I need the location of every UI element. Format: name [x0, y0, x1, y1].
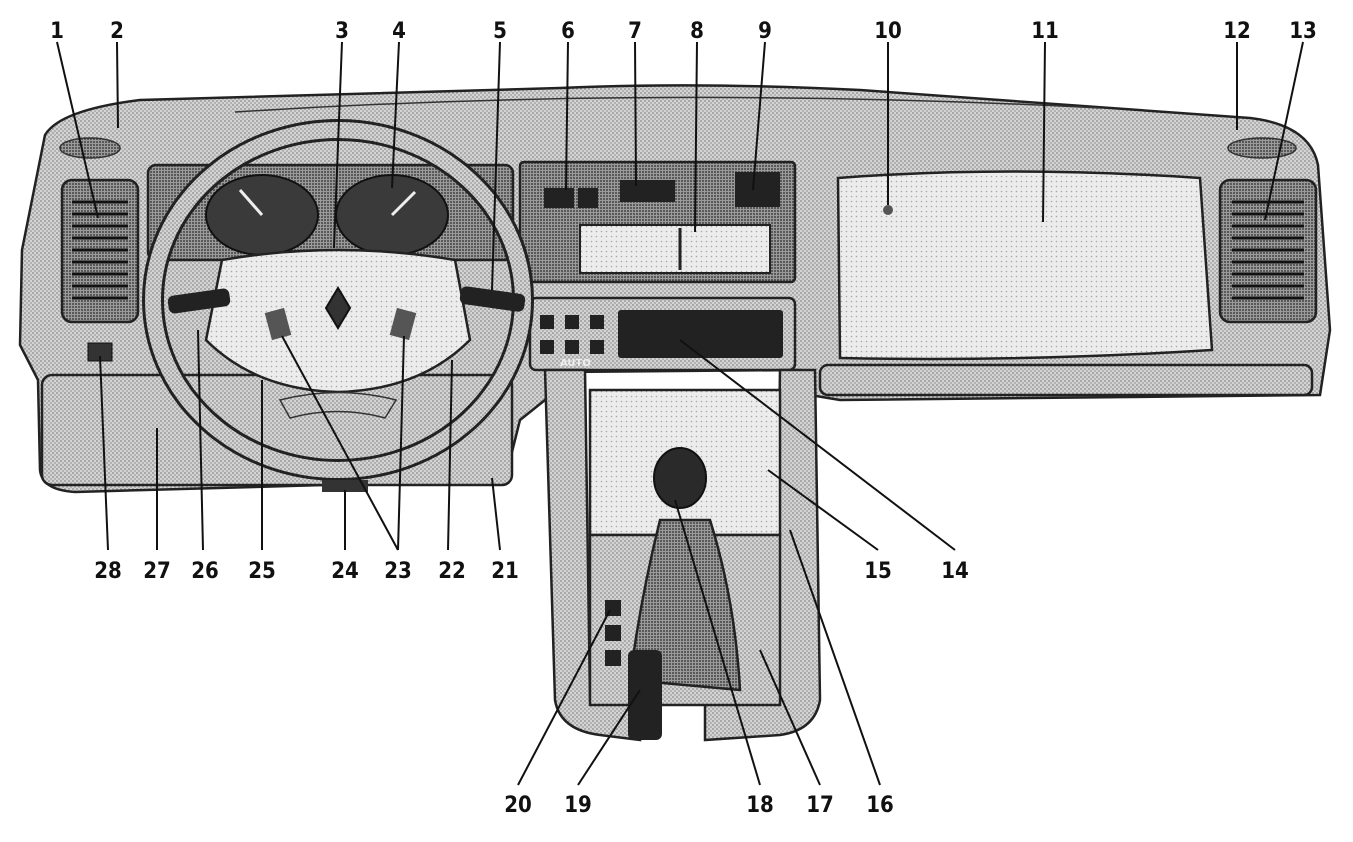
- window-switch-3: [605, 650, 621, 666]
- callout-23: 23: [384, 559, 412, 584]
- callout-24: 24: [331, 559, 359, 584]
- gear-boot: [628, 518, 742, 692]
- callout-15: 15: [864, 559, 892, 584]
- callout-27: 27: [143, 559, 171, 584]
- callout-22: 22: [438, 559, 466, 584]
- callout-4: 4: [392, 19, 406, 44]
- glovebox: [836, 170, 1214, 361]
- callout-labels: 1 2 3 4 5 6 7 8 9 10 11 12 13 14 15 16 1…: [50, 19, 1317, 818]
- center-console: [543, 368, 822, 742]
- lower-right-shelf: [818, 363, 1314, 397]
- handbrake-lever: [628, 650, 662, 740]
- callout-12: 12: [1223, 19, 1251, 44]
- callout-19: 19: [564, 793, 592, 818]
- callout-6: 6: [561, 19, 575, 44]
- window-switch-2: [605, 625, 621, 641]
- bonnet-release: [322, 480, 368, 492]
- callout-2: 2: [110, 19, 124, 44]
- callout-9: 9: [758, 19, 772, 44]
- auto-button-label: AUTO: [560, 358, 591, 369]
- center-upper-panel: [518, 160, 797, 284]
- left-air-vent: [60, 178, 140, 324]
- callout-25: 25: [248, 559, 276, 584]
- callout-18: 18: [746, 793, 774, 818]
- right-tweeter: [1227, 137, 1297, 159]
- callout-13: 13: [1289, 19, 1317, 44]
- callout-10: 10: [874, 19, 902, 44]
- callout-26: 26: [191, 559, 219, 584]
- callout-17: 17: [806, 793, 834, 818]
- callout-8: 8: [690, 19, 704, 44]
- callout-28: 28: [94, 559, 122, 584]
- right-stalk: [459, 286, 526, 312]
- leader-lines: [56, 41, 1304, 786]
- left-tweeter: [59, 137, 121, 159]
- callout-11: 11: [1031, 19, 1059, 44]
- callout-7: 7: [628, 19, 642, 44]
- callout-5: 5: [493, 19, 507, 44]
- glovebox-lock: [883, 205, 893, 215]
- callout-16: 16: [866, 793, 894, 818]
- callout-1: 1: [50, 19, 64, 44]
- left-stalk: [167, 288, 231, 314]
- callout-21: 21: [491, 559, 519, 584]
- right-air-vent: [1218, 178, 1318, 324]
- callout-3: 3: [335, 19, 349, 44]
- callout-14: 14: [941, 559, 969, 584]
- gear-knob: [653, 447, 707, 509]
- climate-control-panel: AUTO: [528, 296, 797, 372]
- callout-20: 20: [504, 793, 532, 818]
